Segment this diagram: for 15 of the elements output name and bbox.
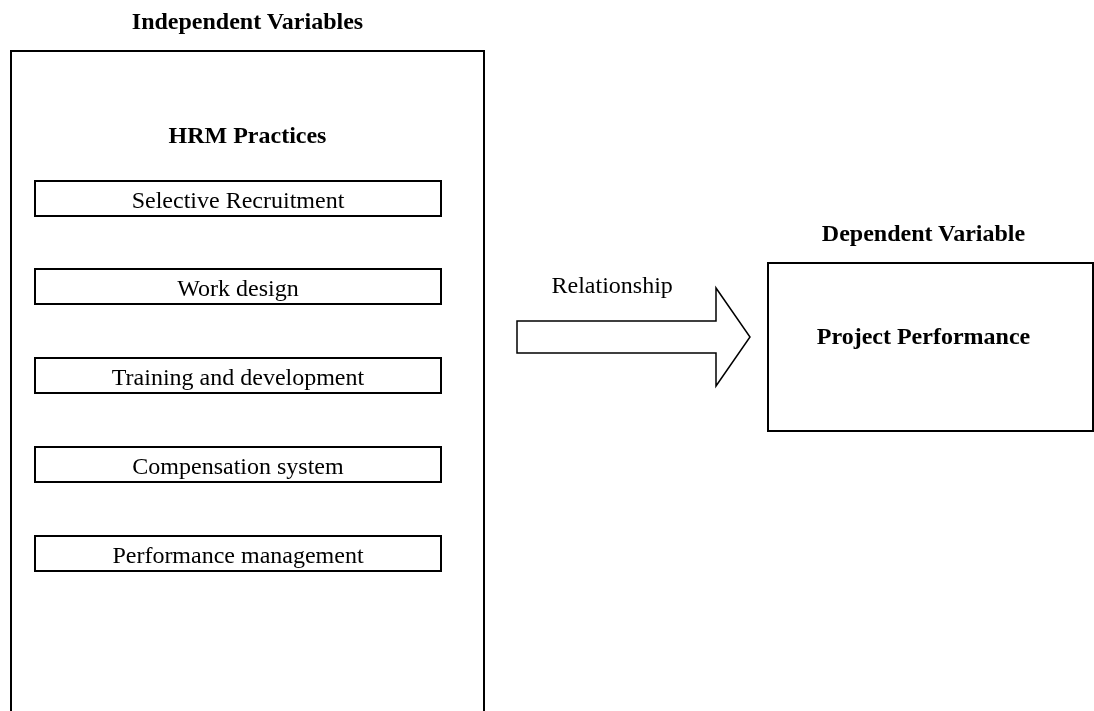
practice-label: Compensation system [131,453,345,480]
panel-title: HRM Practices [167,122,328,149]
practice-label: Selective Recruitment [130,187,346,214]
panel-title: Project Performance [815,323,1032,350]
practice-box [34,268,442,305]
practice-label: Work design [176,275,300,302]
practice-box [34,357,442,394]
practice-label: Training and development [110,364,366,391]
practice-label: Performance management [111,542,365,569]
variable-heading: Dependent Variable [820,220,1027,247]
practice-box [34,535,442,572]
practice-box [34,180,442,217]
variable-heading: Independent Variables [130,8,365,35]
practice-box [34,446,442,483]
block-arrow [516,285,751,389]
